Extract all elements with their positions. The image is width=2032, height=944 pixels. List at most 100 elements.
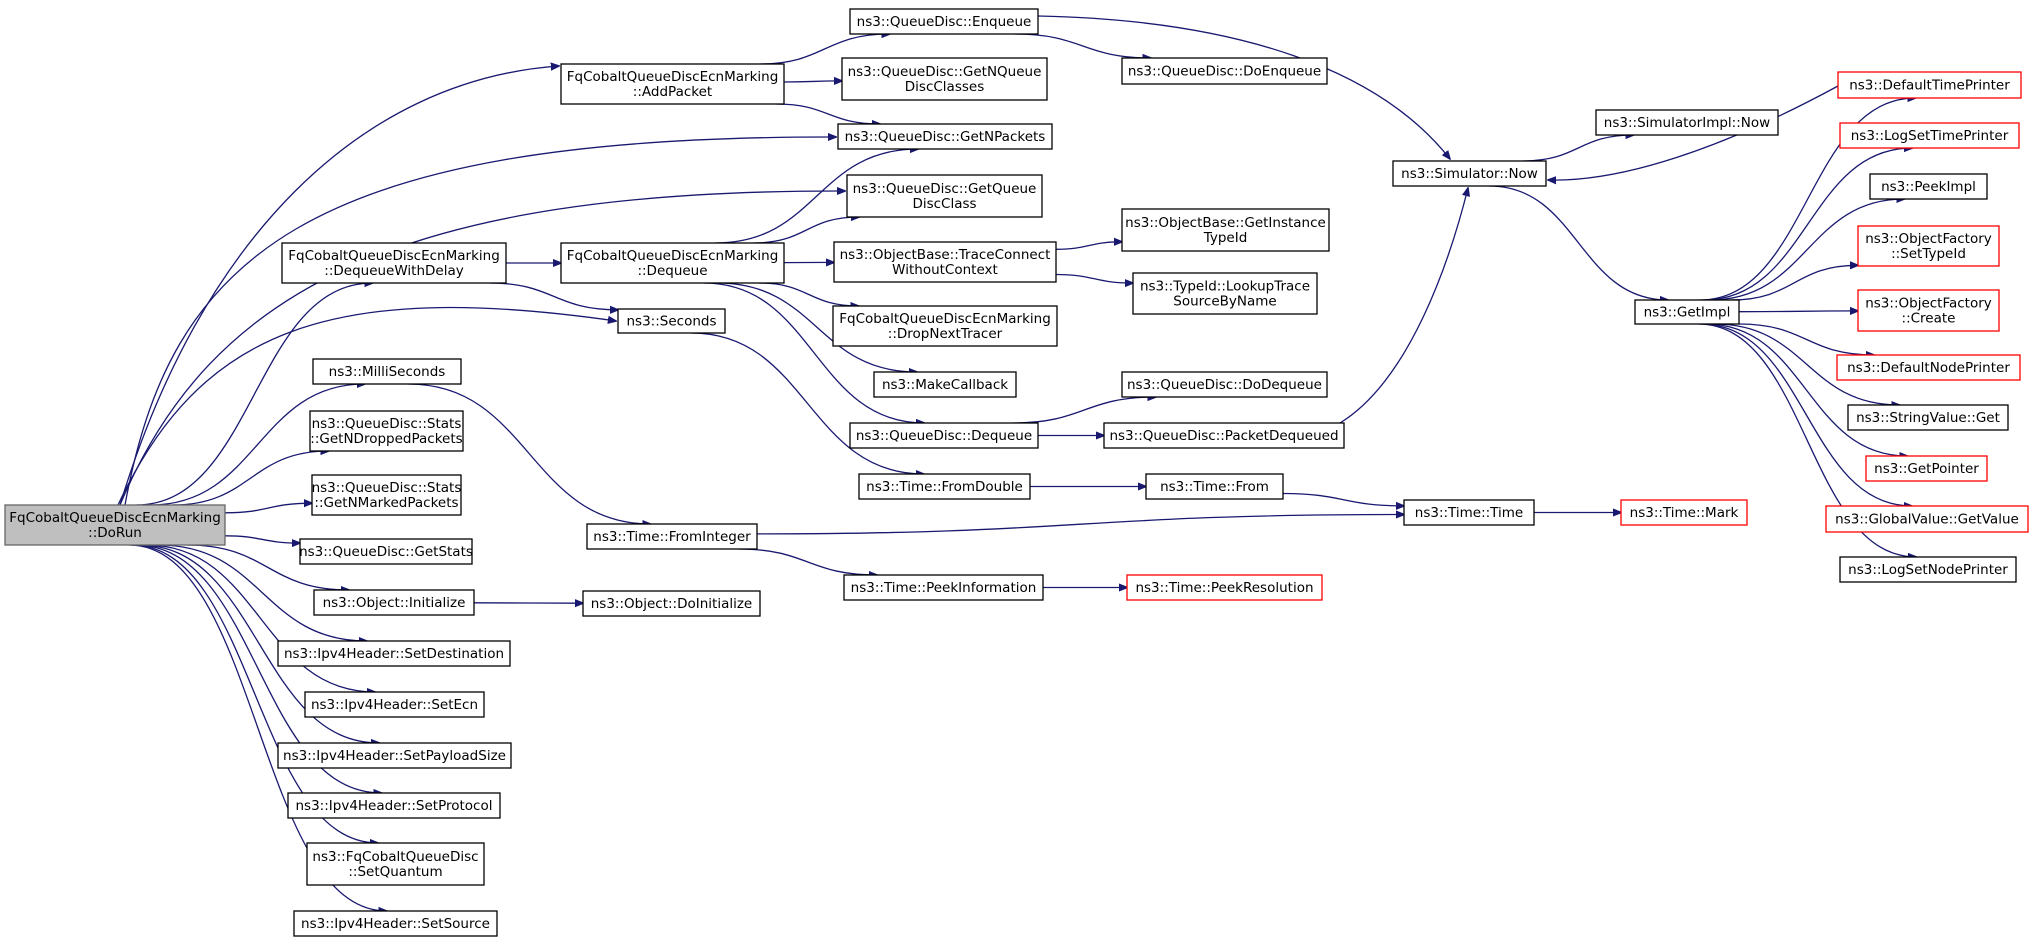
node-objInit[interactable]: ns3::Object::Initialize [313, 589, 475, 616]
edge-path [489, 282, 618, 310]
node-packetDequeued[interactable]: ns3::QueueDisc::PacketDequeued [1103, 422, 1345, 449]
node-doEnqueue[interactable]: ns3::QueueDisc::DoEnqueue [1121, 57, 1328, 85]
node-label: ns3::MilliSeconds [329, 364, 446, 380]
node-fqDequeue[interactable]: FqCobaltQueueDiscEcnMarking::Dequeue [560, 242, 785, 284]
node-label: ns3::TypeId::LookupTrace [1140, 279, 1310, 295]
node-doRun[interactable]: FqCobaltQueueDiscEcnMarking::DoRun [4, 504, 226, 546]
node-label: ns3::ObjectBase::GetInstance [1125, 215, 1326, 231]
edge-simNow-to-getImpl [1489, 185, 1668, 300]
edge-path [172, 451, 329, 506]
edge-path [131, 544, 379, 843]
edge-path [119, 66, 559, 506]
edge-defTimePrinter-to-simNow [1548, 85, 1839, 180]
edge-traceConnect-to-getInstTypeId [1055, 242, 1122, 250]
edge-getImpl-to-ofSetTypeId [1730, 265, 1858, 301]
node-doDequeue[interactable]: ns3::QueueDisc::DoDequeue [1121, 371, 1328, 398]
node-label: ns3::DefaultTimePrinter [1849, 78, 2010, 94]
node-box [1869, 173, 1988, 200]
node-box [1132, 272, 1318, 315]
node-box [849, 422, 1039, 449]
node-label: ns3::Ipv4Header::SetEcn [311, 697, 478, 713]
edge-path [134, 544, 382, 793]
node-box [1392, 160, 1547, 187]
node-setProtocol[interactable]: ns3::Ipv4Header::SetProtocol [287, 792, 501, 819]
edge-path [715, 149, 919, 244]
node-setSource[interactable]: ns3::Ipv4Header::SetSource [293, 910, 498, 937]
node-setEcn[interactable]: ns3::Ipv4Header::SetEcn [304, 691, 485, 718]
edge-path [1012, 397, 1156, 424]
edge-path [1548, 85, 1839, 180]
edge-doRun-to-setPayload [139, 544, 379, 743]
edge-timeFrom-to-timeTime [1282, 492, 1404, 506]
node-label: ns3::Time::PeekResolution [1135, 580, 1313, 596]
node-getPointer[interactable]: ns3::GetPointer [1865, 455, 1988, 482]
node-globalGetValue[interactable]: ns3::GlobalValue::GetValue [1825, 505, 2029, 533]
node-timeFrom[interactable]: ns3::Time::From [1145, 473, 1284, 500]
node-logSetNode[interactable]: ns3::LogSetNodePrinter [1839, 556, 2017, 583]
node-milliSeconds[interactable]: ns3::MilliSeconds [312, 358, 462, 385]
node-peekImpl[interactable]: ns3::PeekImpl [1869, 173, 1988, 200]
edge-path [1714, 323, 1899, 405]
edge-path [783, 81, 842, 82]
node-getNDropped[interactable]: ns3::QueueDisc::Stats::GetNDroppedPacket… [309, 410, 464, 452]
edge-path [703, 282, 924, 423]
node-peekInfo[interactable]: ns3::Time::PeekInformation [843, 574, 1044, 601]
edge-path [776, 103, 880, 124]
edge-dequeueWithDelay-to-seconds [489, 282, 618, 310]
node-setPayload[interactable]: ns3::Ipv4Header::SetPayloadSize [277, 742, 512, 769]
node-logSetTime[interactable]: ns3::LogSetTimePrinter [1839, 122, 2020, 149]
node-addPacket[interactable]: FqCobaltQueueDiscEcnMarking::AddPacket [560, 63, 785, 105]
edge-path [186, 544, 349, 590]
node-box [1103, 422, 1345, 449]
node-enqueue[interactable]: ns3::QueueDisc::Enqueue [849, 8, 1039, 35]
edge-timeFromInteger-to-timeTime [756, 515, 1404, 535]
node-defTimePrinter[interactable]: ns3::DefaultTimePrinter [1837, 71, 2022, 99]
node-box [586, 523, 758, 550]
node-getNPackets[interactable]: ns3::QueueDisc::GetNPackets [837, 123, 1053, 150]
node-label: ns3::Time::FromInteger [593, 529, 751, 545]
node-box [858, 473, 1031, 500]
node-ofSetTypeId[interactable]: ns3::ObjectFactory::SetTypeId [1857, 225, 2000, 267]
node-qdDequeue[interactable]: ns3::QueueDisc::Dequeue [849, 422, 1039, 449]
node-dropNext[interactable]: FqCobaltQueueDiscEcnMarking::DropNextTra… [832, 305, 1058, 347]
node-timeFromDouble[interactable]: ns3::Time::FromDouble [858, 473, 1031, 500]
edge-doRun-to-addPacket [119, 66, 559, 506]
node-setQuantum[interactable]: ns3::FqCobaltQueueDisc::SetQuantum [306, 842, 485, 886]
edge-fqDequeue-to-getQueueClass [753, 217, 860, 244]
node-traceConnect[interactable]: ns3::ObjectBase::TraceConnectWithoutCont… [833, 241, 1057, 283]
node-strValGet[interactable]: ns3::StringValue::Get [1847, 404, 2009, 431]
edge-path [1699, 98, 1916, 301]
edge-doRun-to-getQueueClass [119, 191, 845, 506]
node-defNodePrinter[interactable]: ns3::DefaultNodePrinter [1836, 354, 2021, 381]
node-getNMarked[interactable]: ns3::QueueDisc::Stats::GetNMarkedPackets [311, 474, 462, 516]
node-label: ns3::SimulatorImpl::Now [1604, 115, 1770, 131]
edge-path [756, 515, 1404, 535]
node-label: FqCobaltQueueDiscEcnMarking [288, 248, 500, 264]
edge-layer [117, 15, 1916, 911]
node-label: ns3::QueueDisc::Dequeue [856, 428, 1032, 444]
node-timeFromInteger[interactable]: ns3::Time::FromInteger [586, 523, 758, 550]
node-getStats[interactable]: ns3::QueueDisc::GetStats [299, 538, 473, 565]
node-label: ns3::Object::Initialize [323, 595, 466, 611]
edge-path [129, 544, 387, 911]
node-seconds[interactable]: ns3::Seconds [617, 308, 726, 334]
node-peekRes[interactable]: ns3::Time::PeekResolution [1126, 574, 1323, 601]
node-label: ::AddPacket [633, 84, 712, 100]
node-label: ::GetNMarkedPackets [314, 495, 458, 511]
node-simImplNow[interactable]: ns3::SimulatorImpl::Now [1595, 109, 1779, 136]
node-setDest[interactable]: ns3::Ipv4Header::SetDestination [277, 640, 511, 667]
node-dequeueWithDelay[interactable]: FqCobaltQueueDiscEcnMarking::DequeueWith… [281, 242, 507, 284]
node-getImpl[interactable]: ns3::GetImpl [1634, 299, 1740, 325]
node-simNow[interactable]: ns3::Simulator::Now [1392, 160, 1547, 187]
node-timeMark[interactable]: ns3::Time::Mark [1620, 499, 1748, 526]
node-timeTime[interactable]: ns3::Time::Time [1403, 499, 1535, 526]
node-label: ::GetNDroppedPackets [310, 431, 462, 447]
edge-path [124, 137, 836, 506]
node-makeCallback[interactable]: ns3::MakeCallback [873, 371, 1017, 398]
node-ofCreate[interactable]: ns3::ObjectFactory::Create [1857, 289, 2000, 332]
node-objDoInit[interactable]: ns3::Object::DoInitialize [582, 590, 761, 617]
